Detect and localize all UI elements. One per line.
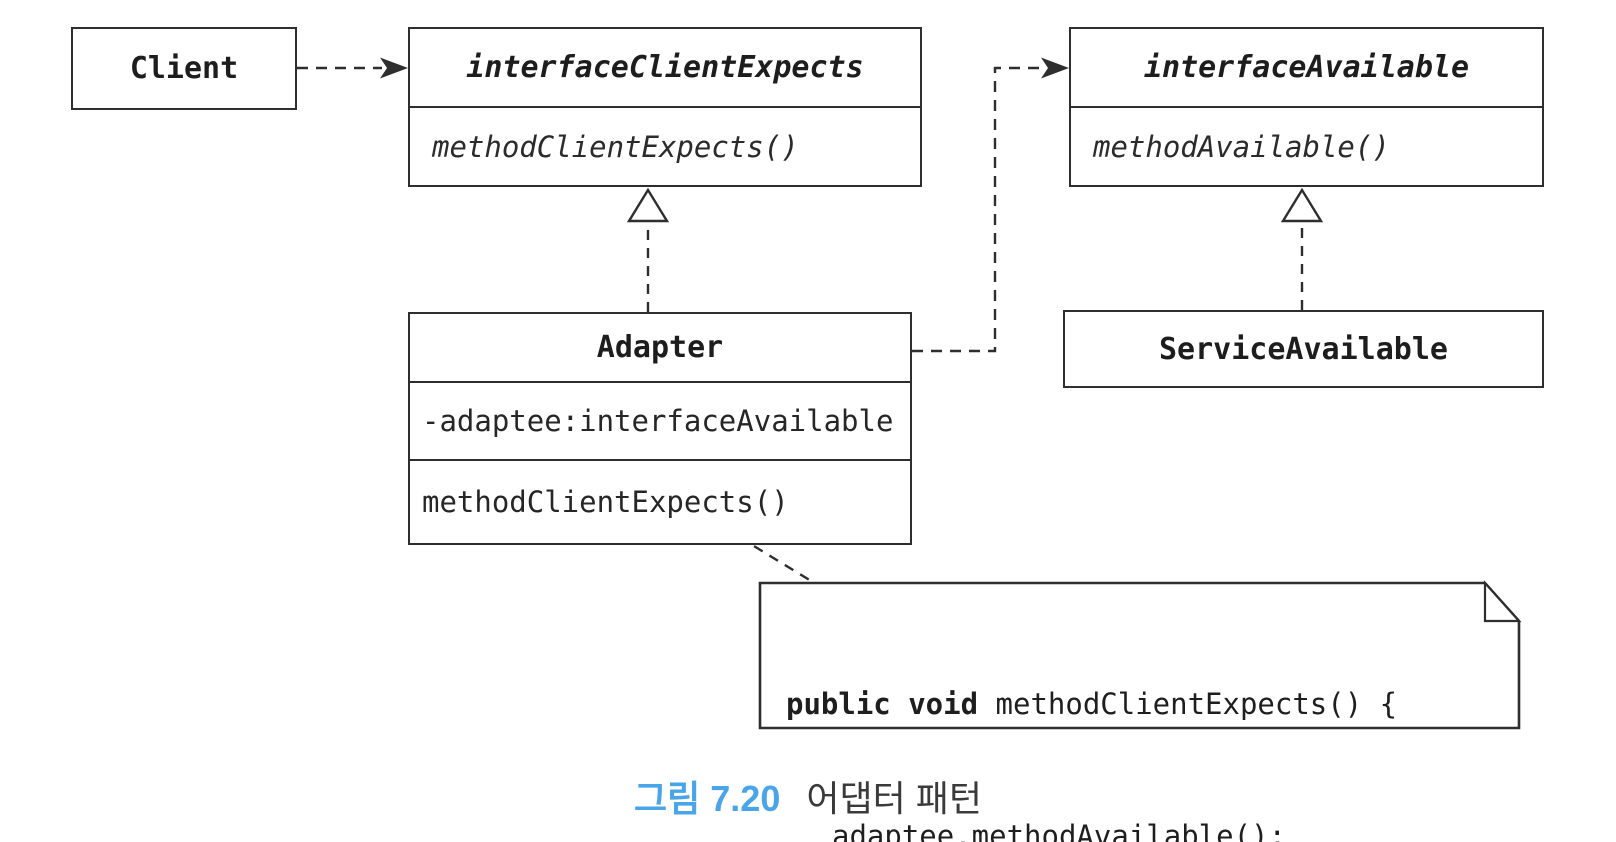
- class-name: Client: [129, 51, 239, 86]
- class-method: methodClientExpects(): [410, 106, 920, 185]
- figure-title: 어댑터 패턴: [806, 778, 982, 819]
- class-method: methodClientExpects(): [410, 459, 910, 543]
- dependency-line-adapter-to-interface-available: [912, 66, 1042, 353]
- class-name: interfaceAvailable: [1143, 50, 1470, 85]
- class-name: Adapter: [596, 330, 724, 365]
- code-line: adaptee.methodAvailable();: [832, 819, 1286, 842]
- dependency-arrowhead-icon: [1041, 57, 1069, 79]
- dependency-arrowhead-icon: [380, 57, 408, 79]
- figure-caption: 그림 7.20 어댑터 패턴: [0, 770, 1616, 822]
- class-box-adapter: Adapter -adaptee:interfaceAvailable meth…: [408, 312, 912, 545]
- code-note: public void methodClientExpects() { adap…: [760, 583, 1518, 842]
- class-name: interfaceClientExpects: [466, 50, 864, 85]
- class-box-service-available: ServiceAvailable: [1063, 310, 1544, 388]
- class-name: ServiceAvailable: [1159, 331, 1448, 367]
- class-box-client: Client: [71, 27, 297, 110]
- code-line1-rest: methodClientExpects() {: [978, 687, 1398, 721]
- class-method: methodAvailable(): [1071, 106, 1542, 185]
- code-keyword: public void: [786, 687, 979, 721]
- figure-number-label: 그림 7.20: [634, 778, 781, 819]
- class-box-interface-client-expects: interfaceClientExpects methodClientExpec…: [408, 27, 922, 187]
- class-attribute: -adaptee:interfaceAvailable: [410, 381, 910, 459]
- code-line: public void methodClientExpects() {: [786, 682, 1518, 726]
- realization-triangle-icon: [1280, 187, 1324, 223]
- realization-triangle-icon: [626, 187, 670, 223]
- class-box-interface-available: interfaceAvailable methodAvailable(): [1069, 27, 1544, 187]
